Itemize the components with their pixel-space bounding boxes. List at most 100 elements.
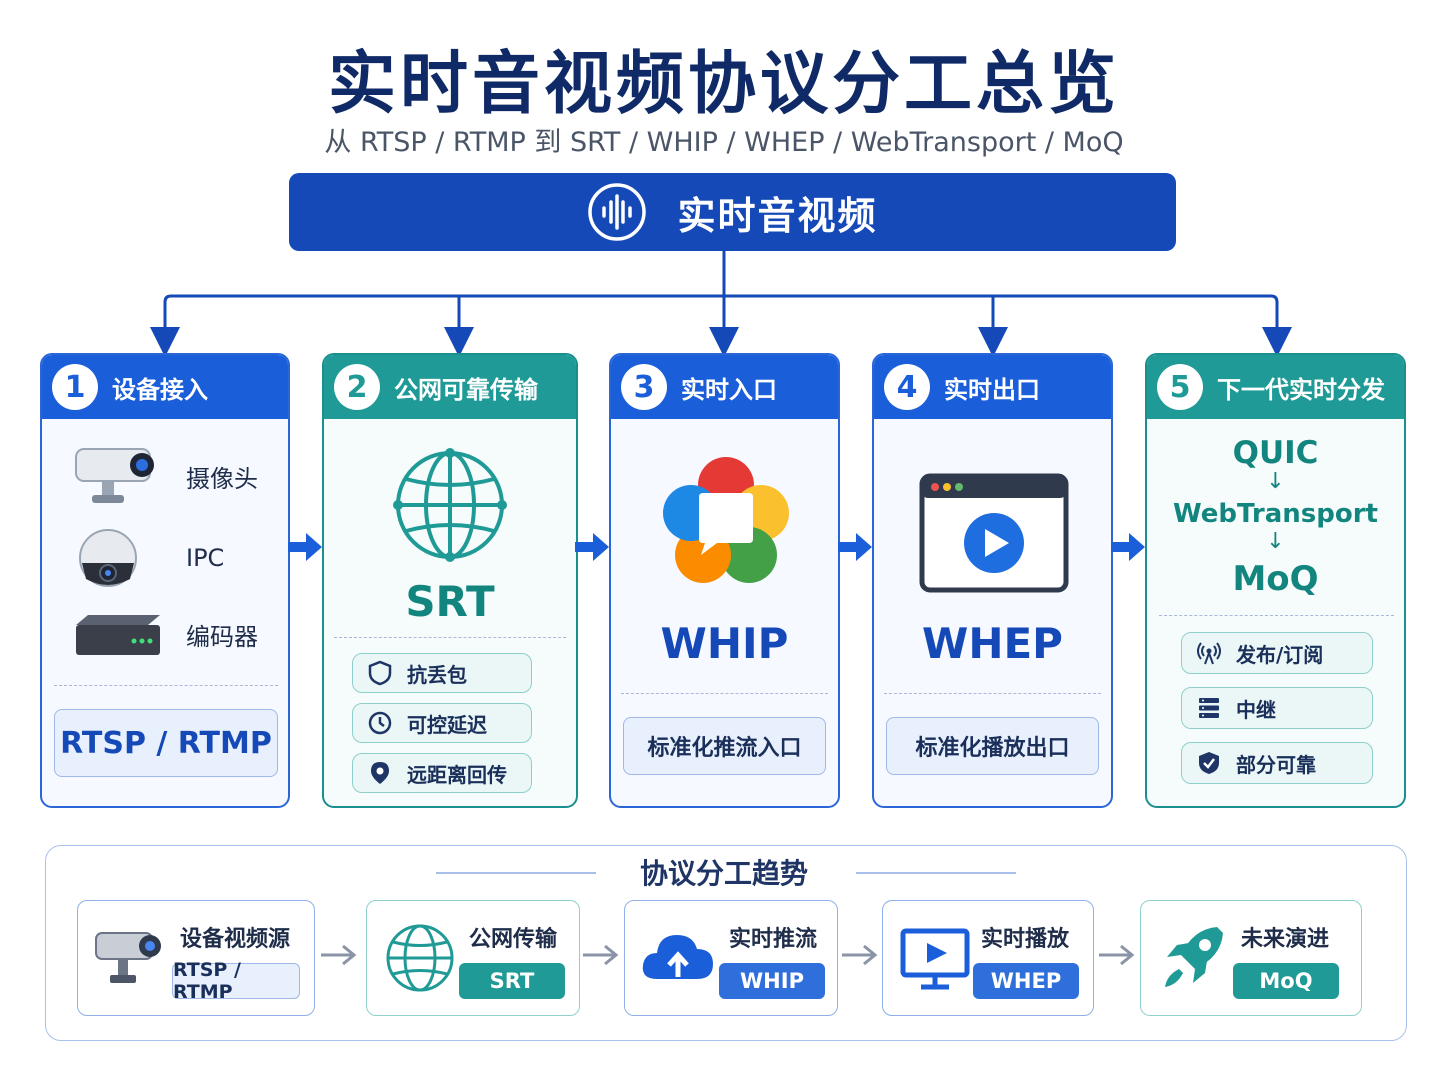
globe-icon xyxy=(393,448,507,562)
divider xyxy=(621,693,828,694)
flow-arrow xyxy=(838,533,872,561)
stage-public-transport: 公网传输 SRT xyxy=(366,900,580,1016)
globe-icon xyxy=(386,924,454,992)
broadcast-icon xyxy=(1197,642,1221,665)
card-title: 下一代实时分发 xyxy=(1217,375,1385,404)
feature-label: 可控延迟 xyxy=(407,712,487,737)
banner-label: 实时音视频 xyxy=(677,193,878,238)
feature-label: 抗丢包 xyxy=(407,662,467,687)
chain-quic: QUIC xyxy=(1232,435,1319,471)
protocol-name: WHIP xyxy=(660,619,789,668)
rocket-icon xyxy=(1165,927,1223,987)
card-next-gen: 5 下一代实时分发 QUIC ↓ WebTransport ↓ MoQ 发布/订… xyxy=(1145,353,1406,808)
title-line-left xyxy=(436,872,596,874)
page-subtitle: 从 RTSP / RTMP 到 SRT / WHIP / WHEP / WebT… xyxy=(324,127,1124,158)
feature-label: 中继 xyxy=(1236,697,1276,722)
stage-chip: WHIP xyxy=(719,963,825,999)
divider xyxy=(1159,615,1394,616)
shield-check-icon xyxy=(1199,752,1219,774)
audio-wave-icon xyxy=(588,183,647,241)
flow-arrow xyxy=(288,533,322,561)
stage-chip: RTSP / RTMP xyxy=(172,959,300,1003)
clock-icon xyxy=(368,711,392,735)
card-realtime-egress: 4 实时出口 WHEP 标准化播放出口 xyxy=(872,353,1113,808)
trend-panel xyxy=(45,845,1407,1041)
camera-icon xyxy=(95,932,161,983)
cloud-upload-icon xyxy=(642,935,713,979)
card-title: 设备接入 xyxy=(112,375,208,404)
arrow-right-icon xyxy=(321,944,357,966)
stage-chip: MoQ xyxy=(1233,963,1339,999)
feature-label: 远距离回传 xyxy=(407,762,507,787)
stage-realtime-push: 实时推流 WHIP xyxy=(624,900,838,1016)
card-public-network: 2 公网可靠传输 SRT 抗丢包 可控延迟 远距离回传 xyxy=(322,353,578,808)
chain-webtransport: WebTransport xyxy=(1173,499,1378,529)
protocol-name: SRT xyxy=(405,577,495,626)
top-banner: 实时音视频 xyxy=(289,173,1176,251)
device-label: 编码器 xyxy=(186,622,258,651)
card-title: 实时入口 xyxy=(681,375,777,404)
stage-label: 实时推流 xyxy=(729,927,818,952)
shield-icon xyxy=(368,660,392,686)
stage-future-evolution: 未来演进 MoQ xyxy=(1140,900,1362,1016)
entry-pill: 标准化推流入口 xyxy=(623,717,826,775)
browser-play-icon xyxy=(919,473,1069,593)
arrow-right-icon xyxy=(583,944,619,966)
title-line-right xyxy=(856,872,1016,874)
card-header: 3 实时入口 xyxy=(611,355,838,419)
device-label: 摄像头 xyxy=(186,464,258,493)
card-title: 公网可靠传输 xyxy=(394,375,538,404)
device-label: IPC xyxy=(186,544,225,572)
feature-relay: 中继 xyxy=(1181,687,1373,729)
card-number: 2 xyxy=(334,364,380,410)
server-icon xyxy=(1199,698,1219,718)
stage-label: 实时播放 xyxy=(981,927,1070,952)
location-pin-icon xyxy=(371,762,389,784)
camera-icon xyxy=(75,448,154,503)
card-header: 4 实时出口 xyxy=(874,355,1111,419)
flow-arrow xyxy=(1111,533,1145,561)
arrow-right-icon xyxy=(842,944,878,966)
page-title: 实时音视频协议分工总览 xyxy=(327,45,1120,124)
card-header: 1 设备接入 xyxy=(42,355,288,419)
feature-pubsub: 发布/订阅 xyxy=(1181,632,1373,674)
flow-arrow xyxy=(575,533,609,561)
feature-anti-loss: 抗丢包 xyxy=(352,653,532,693)
chain-arrow: ↓ xyxy=(1266,529,1285,554)
dome-camera-icon xyxy=(79,529,137,587)
card-number: 4 xyxy=(884,364,930,410)
card-number: 3 xyxy=(621,364,667,410)
feature-partial-reliable: 部分可靠 xyxy=(1181,742,1373,784)
exit-pill: 标准化播放出口 xyxy=(886,717,1099,775)
stage-chip: WHEP xyxy=(973,963,1079,999)
feature-label: 发布/订阅 xyxy=(1236,642,1324,667)
card-realtime-ingress: 3 实时入口 WHIP 标准化推流入口 xyxy=(609,353,840,808)
encoder-box-icon xyxy=(76,615,160,655)
card-number: 5 xyxy=(1157,364,1203,410)
card-device-access: 1 设备接入 摄像头 IPC 编码器 RTSP / RTMP xyxy=(40,353,290,808)
stage-label: 设备视频源 xyxy=(180,927,291,952)
device-ipc: IPC xyxy=(72,525,224,591)
stage-label: 公网传输 xyxy=(469,927,558,952)
device-camera: 摄像头 xyxy=(72,443,258,509)
device-encoder: 编码器 xyxy=(72,601,258,667)
stage-label: 未来演进 xyxy=(1241,927,1330,952)
stage-chip: SRT xyxy=(459,963,565,999)
stage-realtime-play: 实时播放 WHEP xyxy=(882,900,1094,1016)
divider xyxy=(334,637,566,638)
card-number: 1 xyxy=(52,364,98,410)
card-header: 5 下一代实时分发 xyxy=(1147,355,1404,419)
stage-device-source: 设备视频源 RTSP / RTMP xyxy=(77,900,315,1016)
divider xyxy=(54,685,278,686)
protocol-name: WHEP xyxy=(922,619,1063,668)
chain-arrow: ↓ xyxy=(1266,469,1285,494)
arrow-right-icon xyxy=(1099,944,1135,966)
chain-moq: MoQ xyxy=(1232,559,1319,599)
divider xyxy=(884,693,1101,694)
protocol-pill: RTSP / RTMP xyxy=(54,709,278,777)
webrtc-logo-icon xyxy=(663,457,789,583)
feature-long-distance: 远距离回传 xyxy=(352,753,532,793)
card-title: 实时出口 xyxy=(944,375,1040,404)
feature-latency: 可控延迟 xyxy=(352,703,532,743)
trend-title: 协议分工趋势 xyxy=(639,857,808,890)
